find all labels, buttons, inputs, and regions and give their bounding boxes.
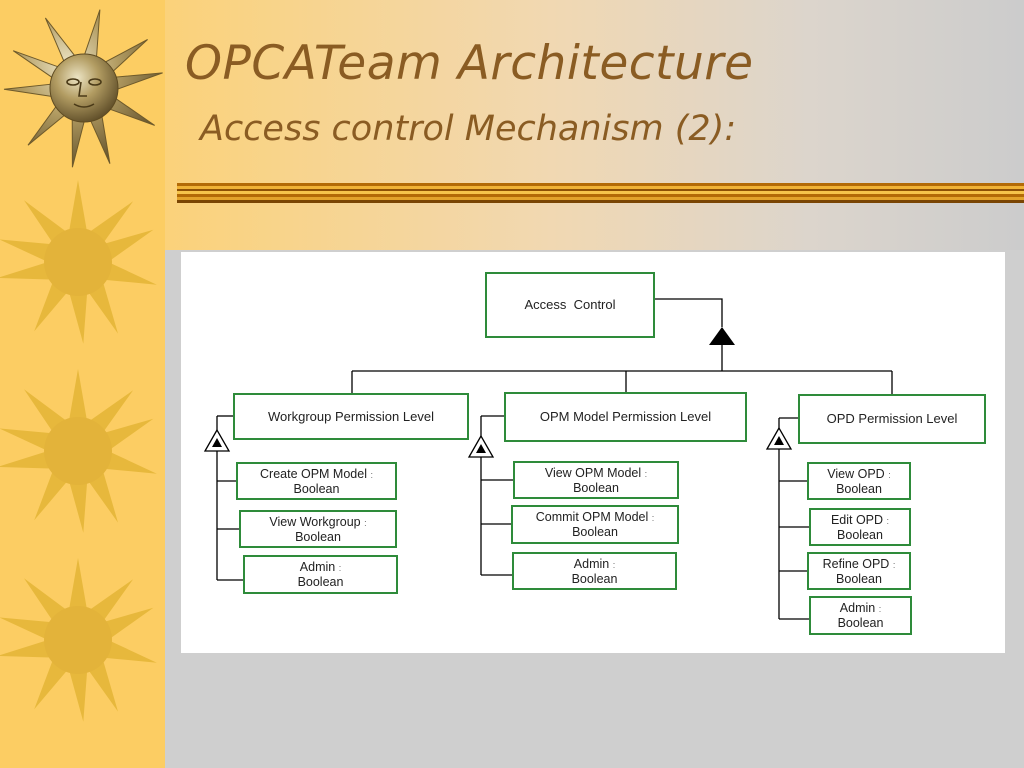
attribute-type: Boolean (837, 527, 883, 542)
attribute-separator: : (892, 559, 896, 570)
attribute-separator: : (644, 468, 648, 479)
sun-face-icon (3, 9, 163, 168)
attribute-box: View OPM Model : Boolean (513, 461, 679, 499)
diagram-connectors (203, 298, 893, 620)
attribute-name: View OPM Model (544, 465, 642, 480)
attribute-separator: : (370, 469, 373, 480)
attribute-separator: : (338, 563, 342, 573)
group-label: OPM Model Permission Level (539, 409, 712, 424)
attribute-name: Create OPM Model (260, 466, 367, 481)
attribute-type: Boolean (573, 480, 619, 495)
attribute-name: Edit OPD (830, 512, 884, 527)
attribute-separator: : (886, 515, 890, 526)
attribute-name: Admin (839, 601, 876, 615)
attribute-box: Admin :Boolean (512, 552, 677, 590)
attribute-box: Create OPM Model : Boolean (236, 462, 397, 500)
attribute-separator: : (612, 559, 616, 570)
attribute-box: Admin : Boolean (243, 555, 398, 594)
attribute-name: Admin (573, 556, 610, 571)
access-control-label: Access Control (524, 297, 616, 312)
sun-decorations (0, 9, 163, 722)
slide-subtitle: Access control Mechanism (2): (200, 109, 737, 149)
attribute-separator: : (878, 604, 882, 614)
header-band (165, 0, 1024, 250)
group-label: OPD Permission Level (826, 411, 958, 426)
attribute-type: Boolean (297, 575, 344, 589)
exhibition-triangle-icon (203, 428, 231, 452)
attribute-separator: : (651, 513, 655, 523)
attribute-box: View Workgroup : Boolean (239, 510, 397, 548)
sun-icon (0, 558, 157, 722)
attribute-type: Boolean (837, 616, 884, 630)
slide-title: OPCATeam Architecture (185, 36, 754, 91)
attribute-box: Refine OPD : Boolean (807, 552, 911, 590)
attribute-separator: : (364, 517, 367, 528)
title-divider (177, 183, 1024, 203)
access-control-box: Access Control (485, 272, 655, 338)
exhibition-triangle-icon (467, 434, 495, 458)
workgroup-permission-box: Workgroup Permission Level (233, 393, 469, 440)
opm-model-permission-box: OPM Model Permission Level (504, 392, 747, 442)
exhibition-triangle-icon (765, 426, 793, 450)
generalization-triangle-icon (709, 327, 735, 345)
opd-permission-box: OPD Permission Level (798, 394, 986, 444)
attribute-name: Admin (299, 560, 336, 574)
attribute-type: Boolean (836, 571, 882, 586)
attribute-name: View Workgroup (269, 514, 361, 529)
attribute-box: Commit OPM Model : Boolean (511, 505, 679, 544)
attribute-box: View OPD : Boolean (807, 462, 911, 500)
attribute-box: Edit OPD :Boolean (809, 508, 911, 546)
sun-icon (0, 369, 157, 533)
attribute-type: Boolean (572, 525, 618, 539)
group-label: Workgroup Permission Level (268, 408, 434, 424)
attribute-type: Boolean (293, 481, 340, 496)
attribute-name: View OPD (827, 466, 885, 481)
class-diagram: Access Control Workgroup Permission Leve… (181, 252, 1005, 653)
attribute-type: Boolean (836, 481, 882, 496)
attribute-box: Admin : Boolean (809, 596, 912, 635)
sun-icon (0, 180, 157, 344)
attribute-name: Commit OPM Model (535, 510, 649, 524)
attribute-type: Boolean (295, 529, 341, 544)
attribute-separator: : (888, 469, 891, 480)
attribute-type: Boolean (571, 571, 618, 586)
attribute-name: Refine OPD (822, 556, 890, 571)
